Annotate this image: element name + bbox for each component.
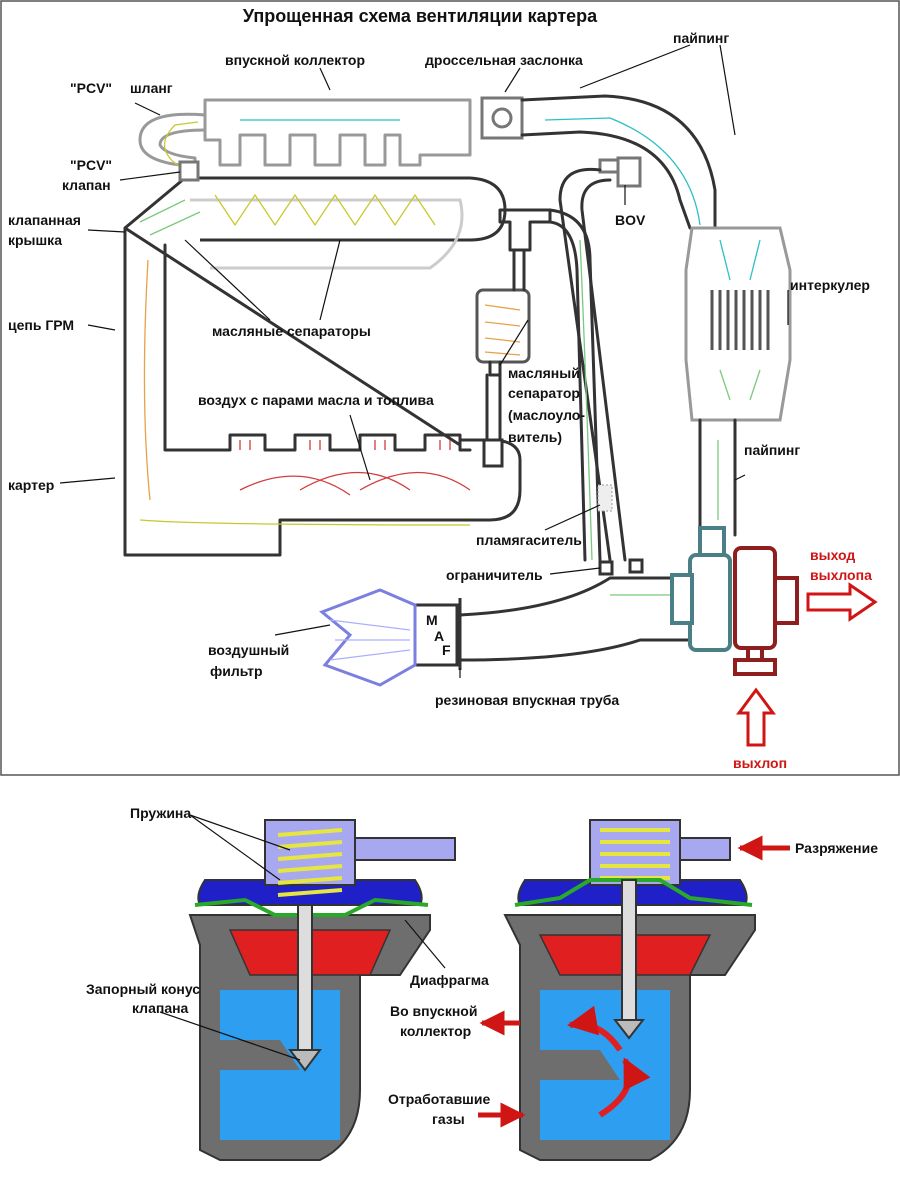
label-exhaust-gas-a: Отработавшие [388,1091,490,1107]
air-filter [319,588,417,687]
label-air-filter-a: воздушный [208,642,289,658]
maf-label-m: M [426,612,438,628]
label-intercooler: интеркулер [790,277,870,293]
label-exhaust-in: выхлоп [733,755,787,771]
label-exhaust-out-a: выход [810,547,855,563]
throttle-body [480,96,524,140]
intercooler [684,226,792,422]
oil-catch-can [475,208,552,468]
label-exhaust-gas-b: газы [432,1111,465,1127]
exhaust-out-arrow [806,582,878,622]
blow-off-valve [598,156,642,188]
label-valve-cover-b: крышка [8,232,62,248]
intake-manifold [203,98,472,167]
label-spring: Пружина [130,805,191,821]
charge-piping-bottom [698,418,737,537]
label-timing-chain: цепь ГРМ [8,317,74,333]
label-vacuum: Разряжение [795,840,878,856]
pcv-valve [178,160,200,182]
restrictor [598,560,614,576]
label-piping-top: пайпинг [673,30,729,46]
label-pcv-valve-b: клапан [62,177,111,193]
label-cone-a: Запорный конус [86,981,200,997]
maf-label-f: F [442,642,451,658]
charge-piping-top [520,94,717,230]
label-rubber-pipe: резиновая впускная труба [435,692,619,708]
label-throttle: дроссельная заслонка [425,52,583,68]
label-crankcase: картер [8,477,54,493]
diagram-title: Упрощенная схема вентиляции картера [243,6,598,26]
leader-lines-top [59,44,789,678]
label-pcv-hose-b: шланг [130,80,173,96]
pcv-hose [138,112,206,179]
label-restrictor: ограничитель [446,567,543,583]
exhaust-in-arrow [736,687,776,747]
label-oil-separators: масляные сепараторы [212,323,371,339]
label-oil-separator-d: витель) [508,429,562,445]
maf-label-a: A [434,628,444,644]
label-to-intake-b: коллектор [400,1023,471,1039]
egr-valve-open [503,819,756,1161]
label-to-intake-a: Во впускной [390,1003,477,1019]
breather-hoses [548,167,644,576]
label-oil-separator-b: сепаратор [508,385,580,401]
label-bov: BOV [615,212,646,228]
label-intake-manifold: впускной коллектор [225,52,365,68]
label-blowby: воздух с парами масла и топлива [198,392,434,408]
leader-lines-bottom [159,814,446,1061]
label-air-filter-b: фильтр [210,663,263,679]
label-cone-b: клапана [132,1000,189,1016]
label-exhaust-out-b: выхлопа [810,567,872,583]
flame-arrestor [597,484,613,512]
label-pcv-valve-a: "PCV" [70,157,112,173]
label-piping-bottom: пайпинг [744,442,800,458]
label-diaphragm: Диафрагма [410,972,489,988]
turbocharger [670,526,799,676]
label-oil-separator-a: масляный [508,365,580,381]
maf-sensor: M A F [413,598,462,670]
egr-valve-closed [188,819,456,1161]
label-valve-cover-a: клапанная [8,212,81,228]
label-pcv-hose-a: "PCV" [70,80,112,96]
label-flame-arrestor: пламягаситель [476,532,582,548]
label-oil-separator-c: (маслоуло- [508,407,585,423]
